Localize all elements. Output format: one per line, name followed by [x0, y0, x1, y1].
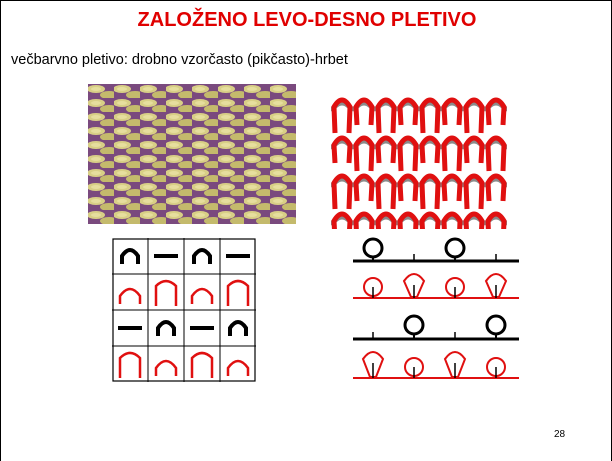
grid-cell-knit-black: [192, 248, 212, 264]
grid-cell-knit-black: [156, 320, 176, 336]
fabric-photo: [88, 84, 296, 224]
grid-cell-knit-black: [120, 248, 140, 264]
grid-cell-tall-loop-red: [226, 279, 250, 306]
grid-cell-small-loop-red: [190, 287, 214, 304]
grid-cell-small-loop-red: [154, 359, 178, 376]
grid-cell-tall-loop-red: [154, 279, 178, 306]
grid-cell-small-loop-red: [226, 359, 250, 376]
grid-cell-tall-loop-red: [118, 351, 142, 378]
page-number: 28: [554, 429, 566, 440]
grid-cell-tall-loop-red: [190, 351, 214, 378]
slide-subtitle: večbarvno pletivo: drobno vzorčasto (pik…: [11, 52, 348, 68]
grid-cell-small-loop-red: [118, 287, 142, 304]
notation-grid: [112, 238, 256, 382]
stitch-structure-diagram: [331, 83, 507, 229]
grid-cell-knit-black: [228, 320, 248, 336]
slide-title: ZALOŽENO LEVO-DESNO PLETIVO: [137, 9, 477, 31]
stitch-notation-diagram: [353, 237, 519, 379]
